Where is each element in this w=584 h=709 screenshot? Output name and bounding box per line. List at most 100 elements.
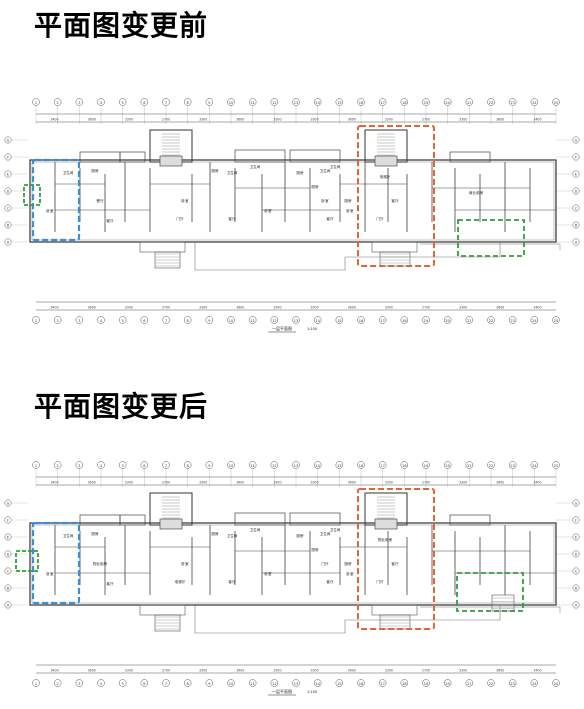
row-letter-left: F <box>7 518 9 522</box>
axis-bubble-top <box>75 461 84 469</box>
axis-number-bottom: 25 <box>554 682 558 686</box>
dimension-label-bottom: 3600 <box>236 306 244 310</box>
axis-number-bottom: 12 <box>272 682 276 686</box>
axis-number-bottom: 24 <box>532 682 537 686</box>
dimension-label-top: 3400 <box>533 481 541 485</box>
axis-number-bottom: 21 <box>467 682 471 686</box>
axis-bubble-top <box>508 461 517 469</box>
axis-number-top: 25 <box>554 464 558 468</box>
axis-bubble-top <box>270 461 279 469</box>
axis-number-bottom: 1 <box>35 682 37 686</box>
dimension-label-top: 3400 <box>533 118 541 122</box>
dimension-label-bottom: 3300 <box>385 306 393 310</box>
axis-number-bottom: 13 <box>294 682 298 686</box>
building-outline <box>29 159 557 243</box>
axis-bubble-bottom <box>313 679 322 687</box>
dimension-label-bottom: 3300 <box>459 669 467 673</box>
row-letter-left: C <box>7 206 10 210</box>
row-letter-right: G <box>575 138 578 142</box>
room-label: 门厅 <box>176 216 184 221</box>
dimension-label-bottom: 3300 <box>459 306 467 310</box>
row-letter-left: B <box>7 223 10 227</box>
axis-number-top: 25 <box>554 101 558 105</box>
room-label: 客厅 <box>391 561 399 566</box>
plan-caption: 一层平面图 <box>272 325 292 331</box>
axis-number-bottom: 18 <box>402 682 406 686</box>
axis-number-top: 9 <box>208 464 210 468</box>
highlight-blue <box>31 521 81 605</box>
room-label: 门厅 <box>376 216 384 221</box>
dimension-label-bottom: 2700 <box>162 306 170 310</box>
dimension-label-top: 3300 <box>273 481 281 485</box>
dimension-label-top: 3400 <box>51 118 59 122</box>
axis-number-bottom: 25 <box>554 319 558 323</box>
room-label: 卫生间 <box>227 170 238 175</box>
entrance-steps <box>379 251 411 267</box>
axis-bubble-top <box>465 461 474 469</box>
axis-bubble-top <box>357 98 365 106</box>
axis-bubble-bottom <box>357 316 365 324</box>
room-label: 卧室 <box>346 571 354 576</box>
axis-number-top: 21 <box>467 101 471 105</box>
dimension-label-bottom: 3400 <box>51 669 59 673</box>
row-letter-right: D <box>575 189 578 193</box>
dimension-label-top: 3300 <box>311 118 319 122</box>
room-label: 卫生间 <box>63 533 74 538</box>
site-path <box>420 243 561 250</box>
dimension-label-bottom: 3600 <box>88 669 96 673</box>
dimension-label-bottom: 3400 <box>533 669 541 673</box>
row-bubble-right <box>572 187 580 195</box>
room-label: 卧室 <box>346 208 354 213</box>
axis-bubble-bottom <box>292 316 300 324</box>
axis-bubble-bottom <box>422 679 430 687</box>
room-label: 卧室 <box>181 198 189 203</box>
dimension-label-top: 3600 <box>236 481 244 485</box>
axis-number-top: 11 <box>250 101 254 105</box>
row-letter-right: D <box>575 552 578 556</box>
row-bubble-left <box>4 533 12 541</box>
row-bubble-left <box>4 221 12 229</box>
plan-caption: 一层平面图 <box>272 688 292 694</box>
dimension-label-top: 3600 <box>496 481 504 485</box>
row-bubble-left <box>4 170 12 178</box>
plan-scale: 1:100 <box>307 327 317 331</box>
axis-bubble-top <box>248 98 257 106</box>
entrance-steps <box>379 614 411 630</box>
axis-number-bottom: 20 <box>445 682 449 686</box>
axis-number-bottom: 18 <box>402 319 406 323</box>
row-bubble-left <box>4 550 12 558</box>
axis-bubble-bottom <box>508 316 517 324</box>
axis-bubble-bottom <box>552 679 560 687</box>
row-bubble-left <box>4 601 12 609</box>
axis-bubble-top <box>487 98 495 106</box>
axis-number-top: 5 <box>122 101 124 105</box>
axis-bubble-bottom <box>248 679 257 687</box>
dimension-label-bottom: 2700 <box>422 669 430 673</box>
dimension-label-top: 2700 <box>422 481 430 485</box>
building-inner-outline <box>31 524 555 604</box>
axis-bubble-bottom <box>378 316 387 324</box>
axis-number-top: 1 <box>35 101 37 105</box>
axis-number-bottom: 4 <box>100 319 103 323</box>
dimension-label-bottom: 3400 <box>533 306 541 310</box>
axis-number-top: 10 <box>229 464 233 468</box>
axis-number-top: 18 <box>402 464 406 468</box>
axis-bubble-top <box>508 98 517 106</box>
axis-number-bottom: 22 <box>489 319 493 323</box>
axis-number-top: 24 <box>532 101 537 105</box>
row-letter-right: G <box>575 501 578 505</box>
axis-bubble-bottom <box>378 679 387 687</box>
highlight-orange <box>357 488 435 630</box>
axis-bubble-top <box>400 461 409 469</box>
axis-number-top: 23 <box>510 101 514 105</box>
axis-bubble-bottom <box>53 679 62 687</box>
row-bubble-right <box>572 516 580 524</box>
room-label: 商业用房 <box>469 190 484 195</box>
axis-bubble-bottom <box>97 316 105 324</box>
axis-number-bottom: 15 <box>337 319 341 323</box>
row-bubble-left <box>4 567 12 575</box>
axis-bubble-top <box>378 461 387 469</box>
entrance-canopy <box>371 604 418 616</box>
dimension-label-top: 3300 <box>125 481 133 485</box>
